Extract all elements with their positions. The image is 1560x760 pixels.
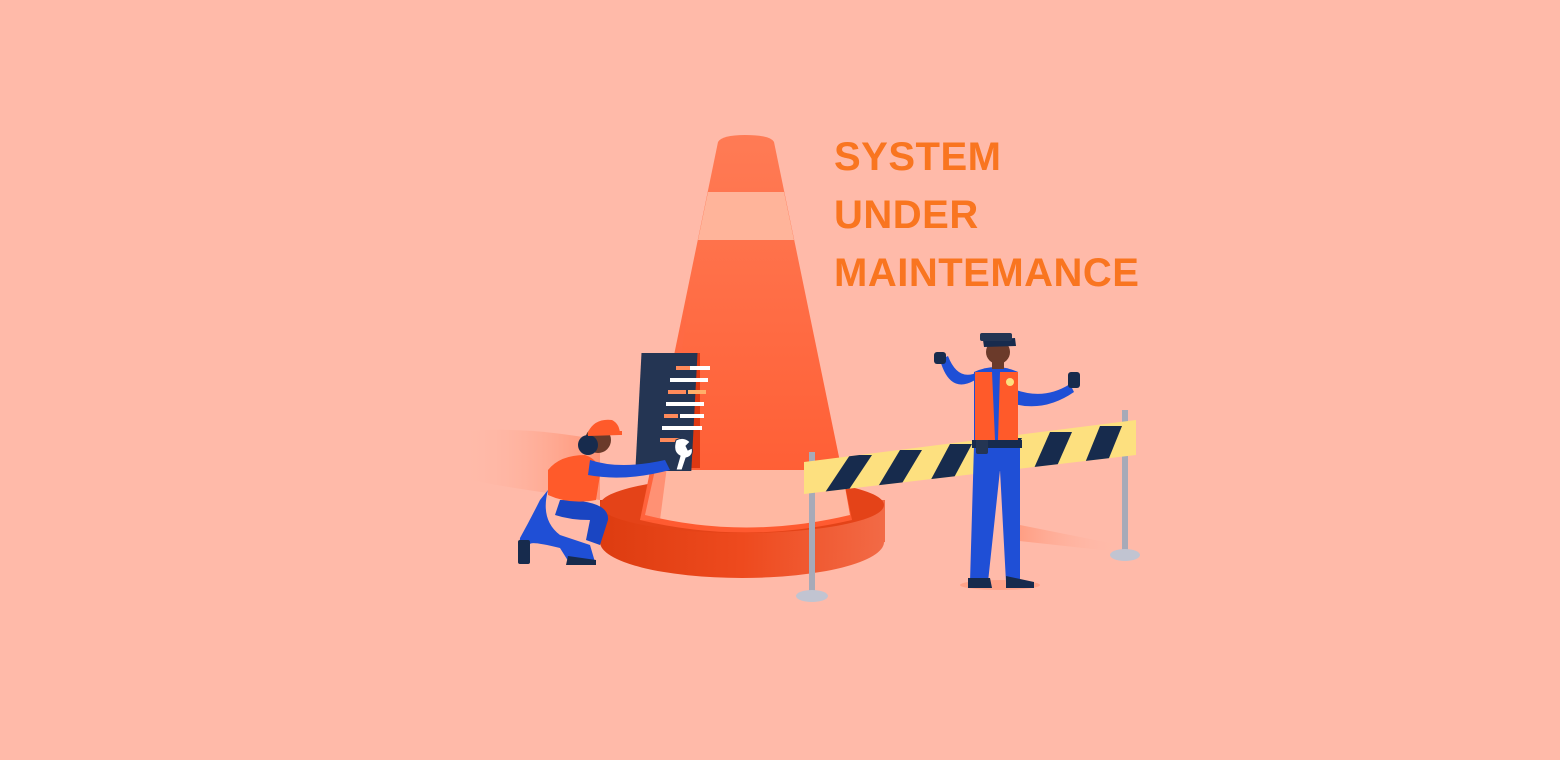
maintenance-heading: SYSTEM UNDER MAINTEMANCE — [834, 128, 1139, 302]
wrench-icon — [674, 437, 693, 471]
security-guard-icon — [934, 333, 1080, 590]
heading-line-3: MAINTEMANCE — [834, 251, 1140, 295]
heading-line-1: SYSTEM — [834, 135, 1002, 179]
code-panel-icon — [635, 353, 710, 471]
heading-line-2: UNDER — [834, 193, 979, 237]
kneeling-worker-icon — [518, 419, 670, 565]
